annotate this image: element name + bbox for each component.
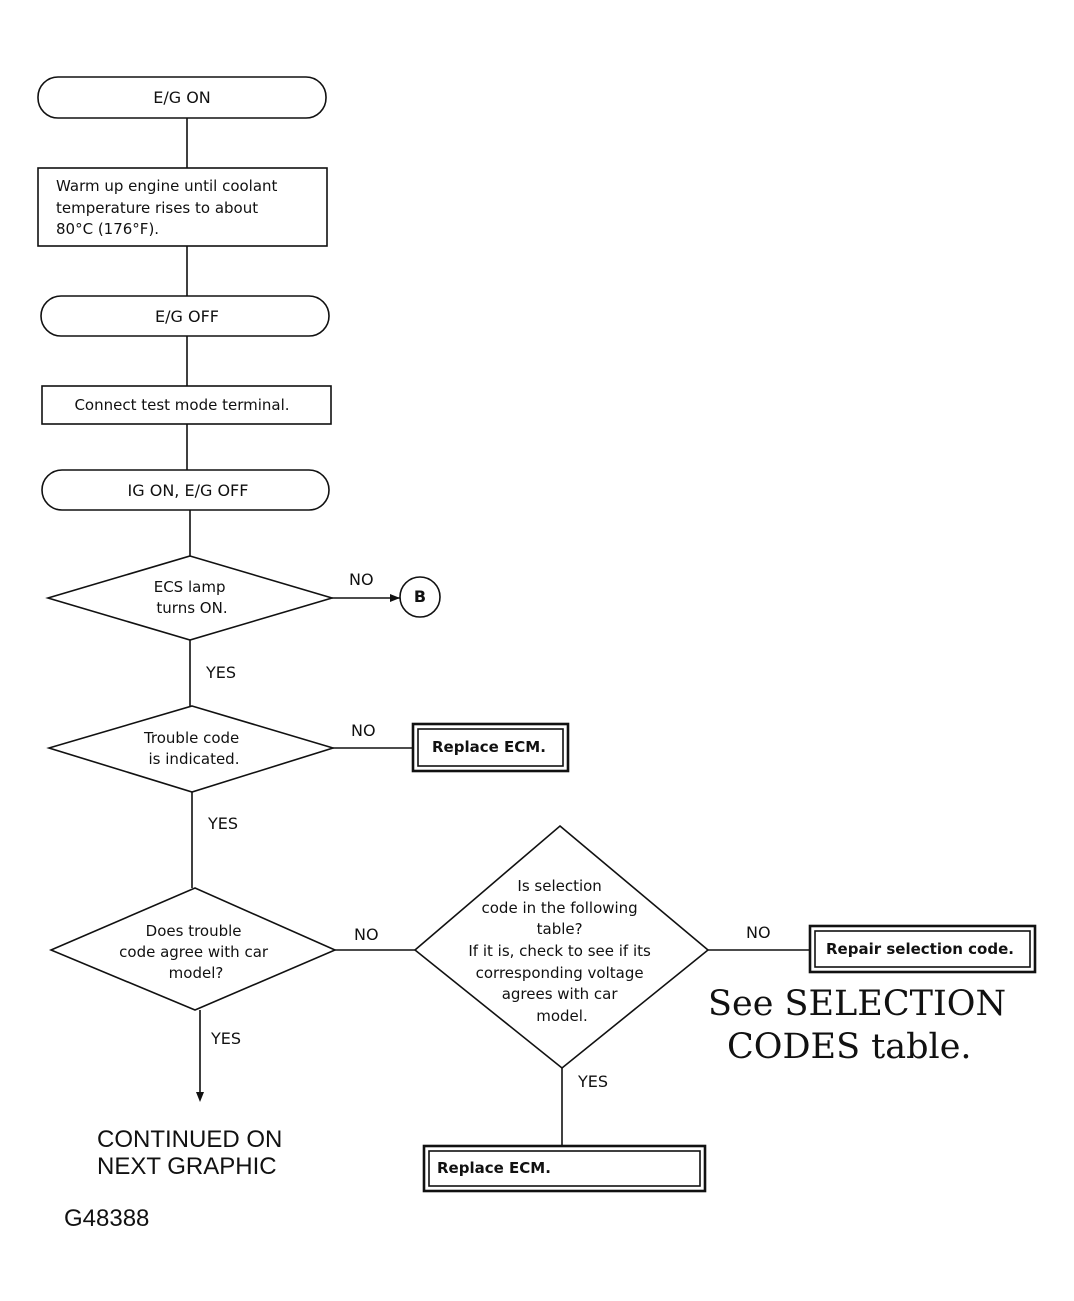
node-repair-selection: Repair selection code. bbox=[826, 940, 1014, 958]
node-connect: Connect test mode terminal. bbox=[74, 396, 289, 414]
label-yes-selection: YES bbox=[577, 1072, 608, 1091]
connector-arrow-icon bbox=[390, 594, 400, 602]
node-repair-selection-inner bbox=[814, 930, 1031, 968]
node-eg-on: E/G ON bbox=[153, 88, 211, 107]
node-replace-ecm-1: Replace ECM. bbox=[432, 738, 546, 756]
node-warm-up-shape bbox=[37, 167, 328, 247]
node-replace-ecm-1-inner bbox=[417, 728, 564, 767]
node-ig-on: IG ON, E/G OFF bbox=[128, 481, 249, 500]
decision-trouble-code: Trouble code is indicated. bbox=[143, 729, 244, 768]
node-eg-off: E/G OFF bbox=[155, 307, 219, 326]
node-ig-on-shape bbox=[41, 469, 330, 511]
decision-ecs-lamp: ECS lamp turns ON. bbox=[154, 578, 231, 617]
node-warm-up: Warm up engine until coolant temperature… bbox=[56, 177, 282, 238]
node-eg-off-shape bbox=[40, 295, 330, 337]
continue-arrow-icon bbox=[196, 1092, 204, 1102]
node-connect-shape bbox=[41, 385, 332, 425]
decision-agree-shape bbox=[48, 887, 338, 1011]
label-no-agree: NO bbox=[354, 925, 379, 944]
label-no-selection: NO bbox=[746, 923, 771, 942]
label-no-ecs: NO bbox=[349, 570, 374, 589]
label-yes-agree: YES bbox=[210, 1029, 241, 1048]
decision-agree: Does trouble code agree with car model? bbox=[119, 922, 273, 982]
label-no-trouble: NO bbox=[351, 721, 376, 740]
label-yes-trouble: YES bbox=[207, 814, 238, 833]
node-eg-on-shape bbox=[37, 76, 327, 119]
label-yes-ecs: YES bbox=[205, 663, 236, 682]
decision-ecs-lamp-shape bbox=[45, 555, 335, 641]
connector-b-shape bbox=[399, 576, 441, 618]
decision-selection-shape bbox=[413, 824, 710, 1070]
decision-selection: Is selection code in the following table… bbox=[468, 877, 655, 1025]
selection-codes-note: See SELECTION CODES table. bbox=[708, 984, 1017, 1067]
connector-b: B bbox=[414, 587, 426, 606]
connector-lines bbox=[186, 118, 810, 1146]
node-replace-ecm-2-inner bbox=[428, 1150, 701, 1187]
continued-note: CONTINUED ON NEXT GRAPHIC bbox=[97, 1126, 289, 1180]
figure-id: G48388 bbox=[64, 1205, 149, 1232]
node-replace-ecm-2: Replace ECM. bbox=[437, 1159, 551, 1177]
decision-trouble-code-shape bbox=[46, 705, 336, 793]
